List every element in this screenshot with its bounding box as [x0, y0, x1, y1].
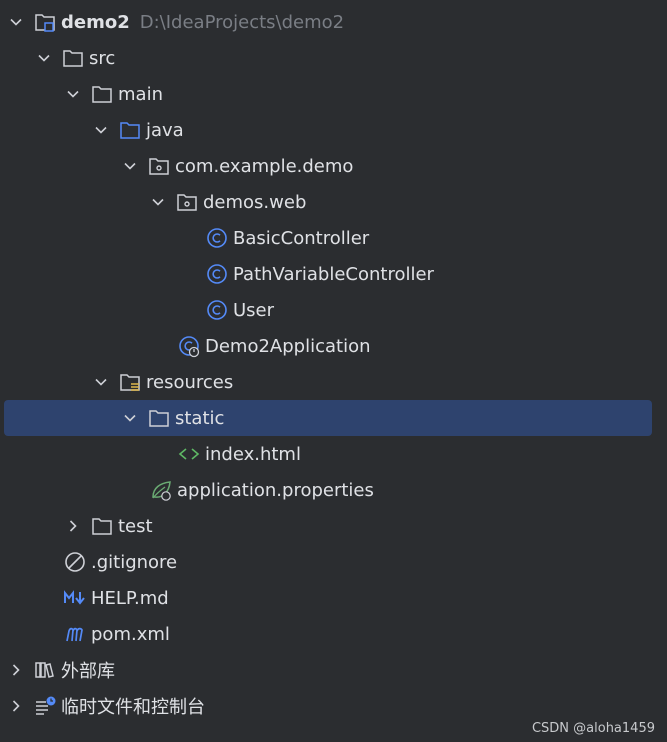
chevron-down-icon[interactable]: [120, 408, 140, 428]
tree-label: java: [146, 119, 184, 141]
watermark: CSDN @aloha1459: [531, 721, 655, 736]
tree-label: HELP.md: [91, 587, 169, 609]
library-icon: [34, 659, 56, 681]
folder-icon: [91, 83, 113, 105]
resources-folder-icon: [119, 371, 141, 393]
chevron-down-icon[interactable]: [91, 372, 111, 392]
tree-label: 临时文件和控制台: [61, 697, 205, 718]
folder-icon: [62, 47, 84, 69]
tree-row-src[interactable]: src: [0, 40, 667, 76]
tree-label: demo2: [61, 11, 130, 33]
tree-row-pathvariable-controller[interactable]: PathVariableController: [0, 256, 667, 292]
tree-row-static[interactable]: static: [4, 400, 652, 436]
tree-row-application-properties[interactable]: application.properties: [0, 472, 667, 508]
tree-label: PathVariableController: [233, 263, 434, 285]
tree-label: index.html: [205, 443, 301, 465]
tree-row-index-html[interactable]: index.html: [0, 436, 667, 472]
folder-icon: [148, 407, 170, 429]
tree-row-external-libraries[interactable]: 外部库: [0, 652, 667, 688]
chevron-right-icon[interactable]: [63, 516, 83, 536]
chevron-down-icon[interactable]: [6, 12, 26, 32]
scratches-icon: [34, 695, 56, 717]
tree-row-package[interactable]: com.example.demo: [0, 148, 667, 184]
folder-icon: [91, 515, 113, 537]
tree-label: pom.xml: [91, 623, 170, 645]
tree-label: Demo2Application: [205, 335, 371, 357]
package-icon: [176, 191, 198, 213]
tree-label: com.example.demo: [175, 155, 354, 177]
tree-label: src: [89, 47, 116, 69]
chevron-down-icon[interactable]: [63, 84, 83, 104]
runnable-class-icon: [178, 335, 200, 358]
tree-label: main: [118, 83, 163, 105]
tree-row-subpackage[interactable]: demos.web: [0, 184, 667, 220]
module-folder-icon: [34, 11, 56, 33]
chevron-down-icon[interactable]: [148, 192, 168, 212]
ignore-file-icon: [64, 551, 86, 573]
tree-row-test[interactable]: test: [0, 508, 667, 544]
tree-label: BasicController: [233, 227, 370, 249]
tree-row-pom-xml[interactable]: pom.xml: [0, 616, 667, 652]
chevron-down-icon[interactable]: [120, 156, 140, 176]
chevron-right-icon[interactable]: [6, 696, 26, 716]
tree-label: User: [233, 299, 275, 321]
tree-row-demo2[interactable]: demo2 D:\IdeaProjects\demo2: [0, 4, 667, 40]
tree-row-gitignore[interactable]: .gitignore: [0, 544, 667, 580]
class-icon: [206, 299, 228, 321]
tree-row-user[interactable]: User: [0, 292, 667, 328]
source-folder-icon: [119, 119, 141, 141]
project-tree: demo2 D:\IdeaProjects\demo2 src main jav…: [0, 4, 667, 724]
chevron-right-icon[interactable]: [6, 660, 26, 680]
tree-label: demos.web: [203, 191, 307, 213]
spring-leaf-icon: [150, 479, 172, 501]
tree-row-java[interactable]: java: [0, 112, 667, 148]
html-file-icon: [178, 443, 200, 465]
chevron-down-icon[interactable]: [34, 48, 54, 68]
tree-label: resources: [146, 371, 234, 393]
markdown-icon: [64, 587, 86, 609]
class-icon: [206, 263, 228, 285]
maven-icon: [64, 623, 86, 645]
tree-label: static: [175, 407, 225, 429]
class-icon: [206, 227, 228, 249]
tree-label: .gitignore: [91, 551, 178, 573]
package-icon: [148, 155, 170, 177]
chevron-down-icon[interactable]: [91, 120, 111, 140]
tree-row-scratches[interactable]: 临时文件和控制台: [0, 688, 667, 724]
tree-label: application.properties: [177, 479, 374, 501]
tree-row-demo2-application[interactable]: Demo2Application: [0, 328, 667, 364]
tree-row-basic-controller[interactable]: BasicController: [0, 220, 667, 256]
project-path: D:\IdeaProjects\demo2: [139, 11, 345, 33]
tree-label: test: [118, 515, 153, 537]
tree-row-resources[interactable]: resources: [0, 364, 667, 400]
tree-label: 外部库: [61, 661, 115, 682]
tree-row-help-md[interactable]: HELP.md: [0, 580, 667, 616]
tree-row-main[interactable]: main: [0, 76, 667, 112]
